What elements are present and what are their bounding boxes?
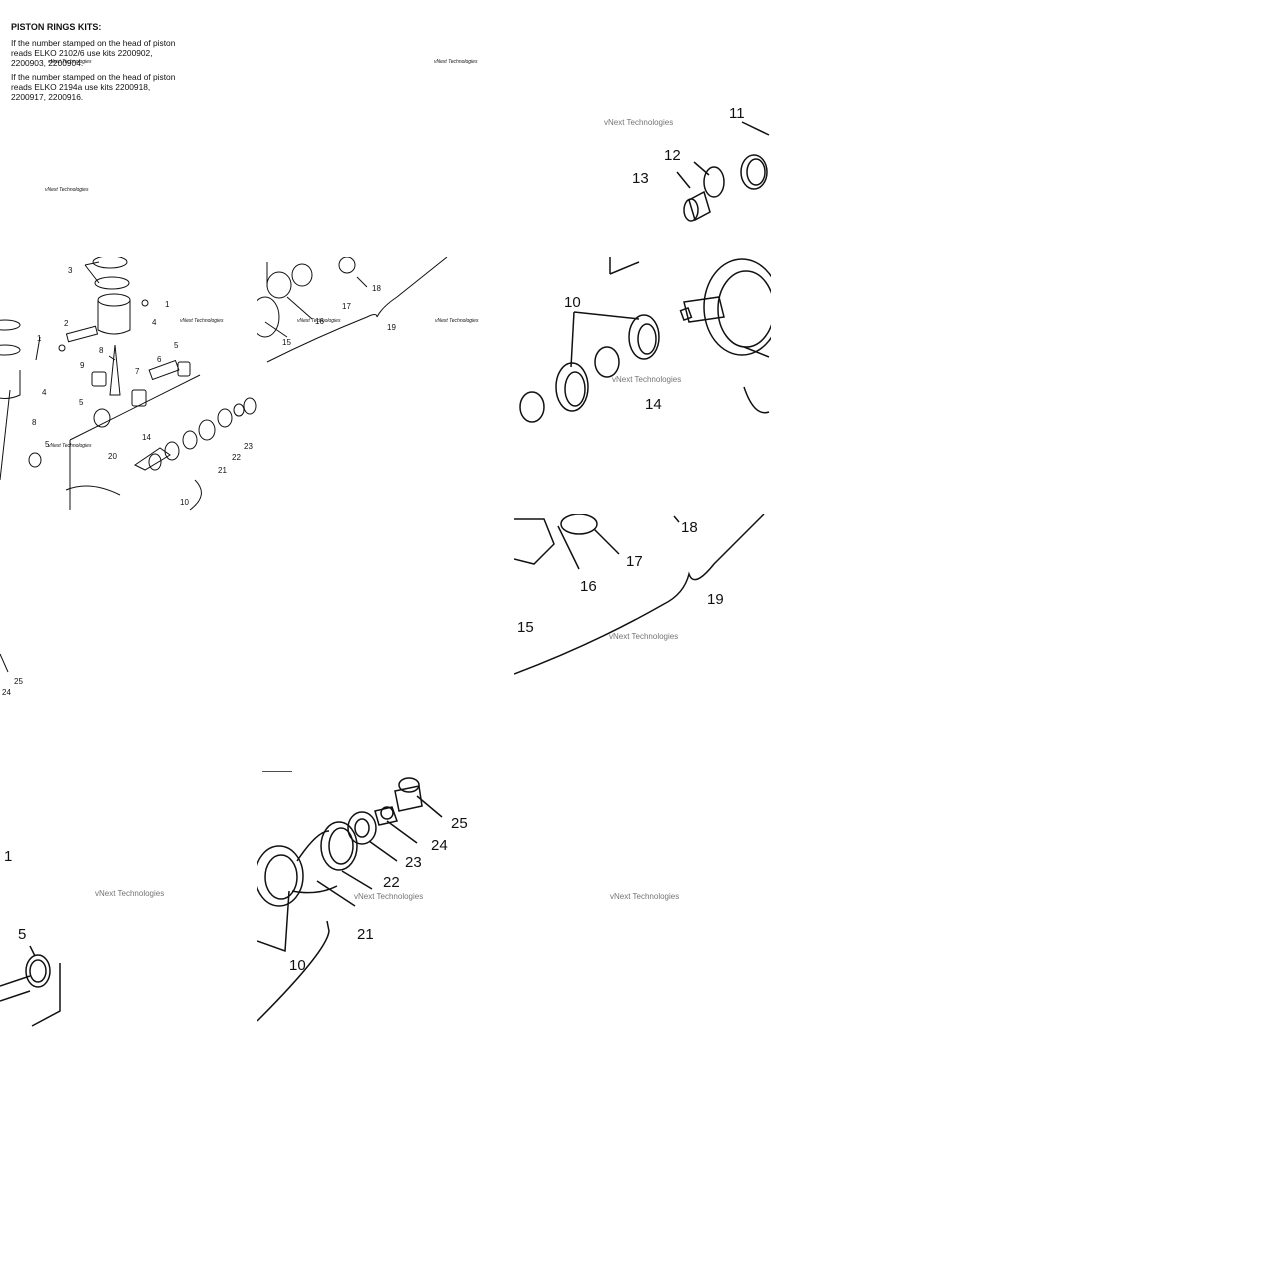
tile-rings-zoom: 11 12 13 vNext Technologies (514, 0, 771, 257)
tile-bearing-stack-zoom: 21 22 23 24 25 10 vNext Technologies (257, 771, 514, 1028)
watermark: vNext Technologies (297, 318, 341, 324)
callout-17: 17 (626, 553, 643, 570)
watermark: vNext Technologies (434, 59, 478, 65)
watermark: vNext Technologies (354, 892, 423, 901)
note-paragraph-2: If the number stamped on the head of pis… (11, 72, 176, 102)
callout-10: 10 (180, 498, 189, 507)
callout-10: 10 (289, 957, 306, 974)
callout-17: 17 (342, 302, 351, 311)
callout-25: 25 (14, 677, 23, 686)
callout-24: 24 (431, 837, 448, 854)
callout-22: 22 (232, 453, 241, 462)
callout-15: 15 (517, 619, 534, 636)
tile-notes: PISTON RINGS KITS: If the number stamped… (0, 0, 257, 257)
callout-16: 16 (315, 317, 324, 326)
crank-zoom-diagram: 18 17 16 15 19 vNext Technologies (514, 514, 765, 675)
tile-crank-mid-small: 15 16 17 18 19 vNext Technologies vNext … (257, 257, 514, 514)
callout-9: 9 (80, 361, 85, 370)
callout-8: 8 (32, 418, 37, 427)
callout-14: 14 (645, 396, 662, 413)
callout-20: 20 (108, 452, 117, 461)
callout-15: 15 (282, 338, 291, 347)
watermark: vNext Technologies (435, 318, 479, 324)
watermark: vNext Technologies (604, 118, 673, 127)
note-paragraph-1: If the number stamped on the head of pis… (11, 38, 176, 68)
callout-19: 19 (387, 323, 396, 332)
callout-21: 21 (218, 466, 227, 475)
callout-7: 7 (135, 367, 140, 376)
tile-watermark-only: vNext Technologies (514, 771, 771, 1028)
callout-16: 16 (580, 578, 597, 595)
watermark: vNext Technologies (45, 187, 89, 193)
watermark: vNext Technologies (48, 59, 92, 65)
corner-zoom-diagram: 1 5 vNext Technologies (0, 848, 164, 1027)
watermark: vNext Technologies (180, 318, 224, 324)
callout-10: 10 (564, 294, 581, 311)
bearing-zoom-diagram: 10 14 vNext Technologies (519, 257, 771, 423)
callout-4: 4 (42, 388, 47, 397)
corner-callouts: 25 24 (0, 653, 23, 697)
callout-2: 2 (64, 319, 69, 328)
watermark: vNext Technologies (612, 375, 681, 384)
piston-rings-note: PISTON RINGS KITS: If the number stamped… (11, 22, 181, 106)
tile-corner-zoom: 1 5 vNext Technologies (0, 771, 257, 1028)
callout-5: 5 (18, 926, 26, 943)
note-title: PISTON RINGS KITS: (11, 22, 102, 32)
watermark: vNext Technologies (48, 443, 92, 449)
callout-23: 23 (405, 854, 422, 871)
callout-21: 21 (357, 926, 374, 943)
callout-8: 8 (99, 346, 104, 355)
tile-piston-assembly: 3 1 4 2 1 8 9 6 5 7 4 5 8 5 14 20 21 22 … (0, 257, 257, 514)
callout-6: 6 (157, 355, 162, 364)
piston-assembly-diagram: 3 1 4 2 1 8 9 6 5 7 4 5 8 5 14 20 21 22 … (0, 257, 257, 511)
callout-1: 1 (4, 848, 12, 865)
callout-23: 23 (244, 442, 253, 451)
callout-19: 19 (707, 591, 724, 608)
callout-1: 1 (165, 300, 170, 309)
watermark: vNext Technologies (609, 632, 678, 641)
callout-11: 11 (729, 105, 745, 122)
callout-12: 12 (664, 147, 681, 164)
callout-1: 1 (37, 334, 42, 343)
bearing-stack-diagram: 21 22 23 24 25 10 vNext Technologies (257, 771, 468, 1022)
watermark: vNext Technologies (610, 892, 679, 901)
callout-5: 5 (45, 440, 50, 449)
callout-5: 5 (79, 398, 84, 407)
callout-22: 22 (383, 874, 400, 891)
callout-18: 18 (681, 519, 698, 536)
callout-18: 18 (372, 284, 381, 293)
callout-3: 3 (68, 266, 73, 275)
callout-25: 25 (451, 815, 468, 832)
crank-diagram-mid-small: 15 16 17 18 19 vNext Technologies vNext … (257, 257, 479, 363)
tile-crank-zoom: 18 17 16 15 19 vNext Technologies (514, 514, 771, 771)
callout-5: 5 (174, 341, 179, 350)
callout-14: 14 (142, 433, 151, 442)
tile-bearing-zoom: 10 14 vNext Technologies (514, 257, 771, 514)
watermark: vNext Technologies (95, 889, 164, 898)
callout-4: 4 (152, 318, 157, 327)
callout-13: 13 (632, 170, 649, 187)
piston-diagram-small: 3 2 1 9 6 7 5 vNext Technologies (434, 59, 478, 65)
seal-ring-zoom: 11 12 13 vNext Technologies (604, 105, 770, 222)
tile-piston-small: 3 2 1 9 6 7 5 vNext Technologies (257, 0, 514, 257)
callout-24: 24 (2, 688, 11, 697)
tile-corner-labels: 25 24 (0, 514, 257, 771)
